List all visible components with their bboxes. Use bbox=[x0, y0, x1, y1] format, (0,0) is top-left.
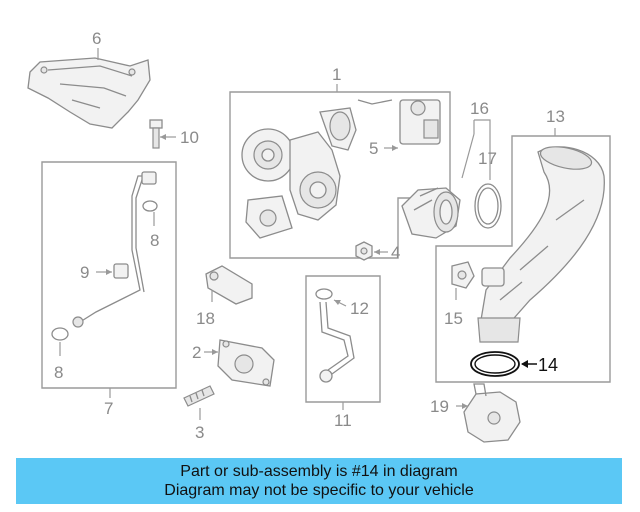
callout-15: 15 bbox=[444, 309, 463, 328]
oil-return-fitting-part-18[interactable] bbox=[205, 265, 253, 305]
gasket-part-2[interactable] bbox=[204, 339, 275, 387]
gasket-part-8-lower[interactable] bbox=[51, 327, 69, 356]
banner-line-2: Diagram may not be specific to your vehi… bbox=[164, 482, 474, 499]
coolant-line-part-11[interactable] bbox=[319, 301, 355, 383]
banner-line-1: Part or sub-assembly is #14 in diagram bbox=[180, 463, 458, 480]
callout-1: 1 bbox=[332, 65, 341, 84]
oil-line-part-7[interactable] bbox=[72, 171, 157, 328]
nut-part-4[interactable] bbox=[355, 241, 388, 261]
seal-ring-part-17[interactable] bbox=[474, 183, 502, 229]
callout-11: 11 bbox=[334, 411, 352, 430]
group-box-7 bbox=[41, 161, 177, 389]
turbocharger-part-1[interactable] bbox=[241, 99, 393, 239]
charge-pipe-part-13[interactable] bbox=[477, 143, 605, 343]
banjo-bolt-part-9[interactable] bbox=[96, 263, 129, 279]
callout-16: 16 bbox=[470, 99, 489, 118]
callout-5: 5 bbox=[369, 139, 378, 158]
callout-17: 17 bbox=[478, 149, 497, 168]
callout-8-lower: 8 bbox=[54, 363, 63, 382]
bolt-part-10[interactable] bbox=[149, 119, 176, 149]
o-ring-part-12[interactable] bbox=[315, 288, 347, 307]
gasket-part-8-upper[interactable] bbox=[142, 200, 158, 226]
callout-14: 14 bbox=[538, 355, 558, 375]
callout-7: 7 bbox=[104, 399, 113, 418]
callout-4: 4 bbox=[391, 243, 400, 262]
callout-6: 6 bbox=[92, 29, 101, 48]
group-box-1 bbox=[229, 91, 451, 259]
heat-shield-part-6[interactable] bbox=[27, 48, 151, 129]
parts-diagram: 6 10 1 5 4 16 bbox=[27, 29, 611, 443]
info-banner: Part or sub-assembly is #14 in diagram D… bbox=[16, 458, 622, 504]
bracket-part-19[interactable] bbox=[456, 383, 521, 443]
group-box-11 bbox=[305, 275, 381, 403]
callout-9: 9 bbox=[80, 263, 89, 282]
callout-13: 13 bbox=[546, 107, 565, 126]
stud-part-3[interactable] bbox=[183, 385, 215, 420]
callout-2: 2 bbox=[192, 343, 201, 362]
callout-8-upper: 8 bbox=[150, 231, 159, 250]
callout-12: 12 bbox=[350, 299, 369, 318]
callout-19: 19 bbox=[430, 397, 449, 416]
callout-3: 3 bbox=[195, 423, 204, 442]
callout-18: 18 bbox=[196, 309, 215, 328]
callout-10: 10 bbox=[180, 128, 199, 147]
wastegate-actuator-part-5[interactable] bbox=[384, 99, 441, 151]
group-box-13 bbox=[435, 135, 611, 383]
intake-pipe-part-16[interactable] bbox=[401, 187, 461, 239]
seal-ring-part-14[interactable] bbox=[470, 351, 537, 377]
sensor-part-15[interactable] bbox=[451, 261, 475, 300]
